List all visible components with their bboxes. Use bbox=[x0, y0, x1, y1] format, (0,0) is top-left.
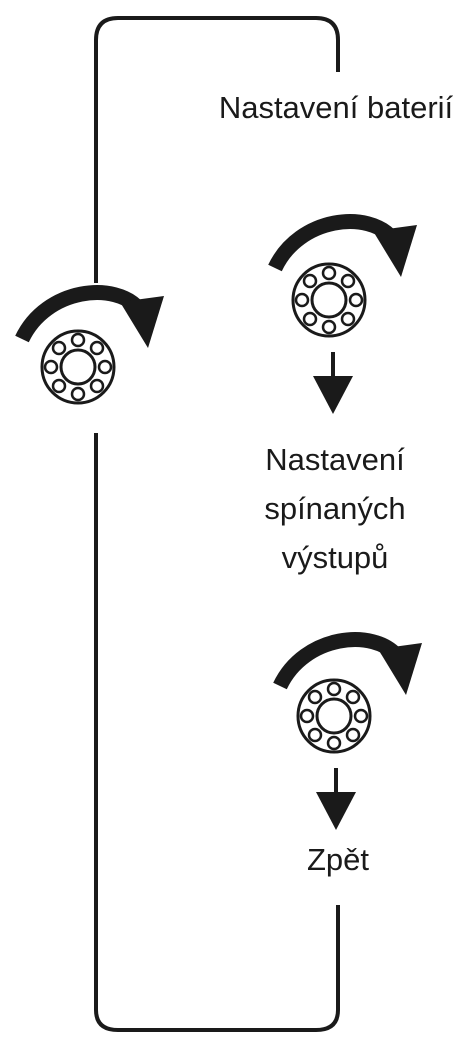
rotary-knob-3 bbox=[296, 678, 372, 754]
loop-bottom-segment bbox=[94, 433, 340, 1032]
back-label: Zpět bbox=[307, 842, 369, 877]
down-arrow-icon bbox=[311, 350, 355, 416]
down-arrow-icon bbox=[314, 766, 358, 832]
switched-outputs-label-line2: spínaných bbox=[264, 491, 405, 526]
loop-top-segment bbox=[94, 16, 340, 283]
down-arrow-2 bbox=[314, 766, 358, 832]
rotary-knob-icon bbox=[291, 262, 367, 338]
rotary-knob-icon bbox=[296, 678, 372, 754]
switched-outputs-label-line3: výstupů bbox=[282, 540, 389, 575]
down-arrow-1 bbox=[311, 350, 355, 416]
battery-settings-label: Nastavení baterií bbox=[219, 90, 454, 125]
rotary-knob-2 bbox=[291, 262, 367, 338]
left-rotary-knob bbox=[40, 329, 116, 405]
switched-outputs-label-line1: Nastavení bbox=[265, 442, 405, 477]
rotary-knob-icon bbox=[40, 329, 116, 405]
loop-connector bbox=[94, 16, 340, 1032]
